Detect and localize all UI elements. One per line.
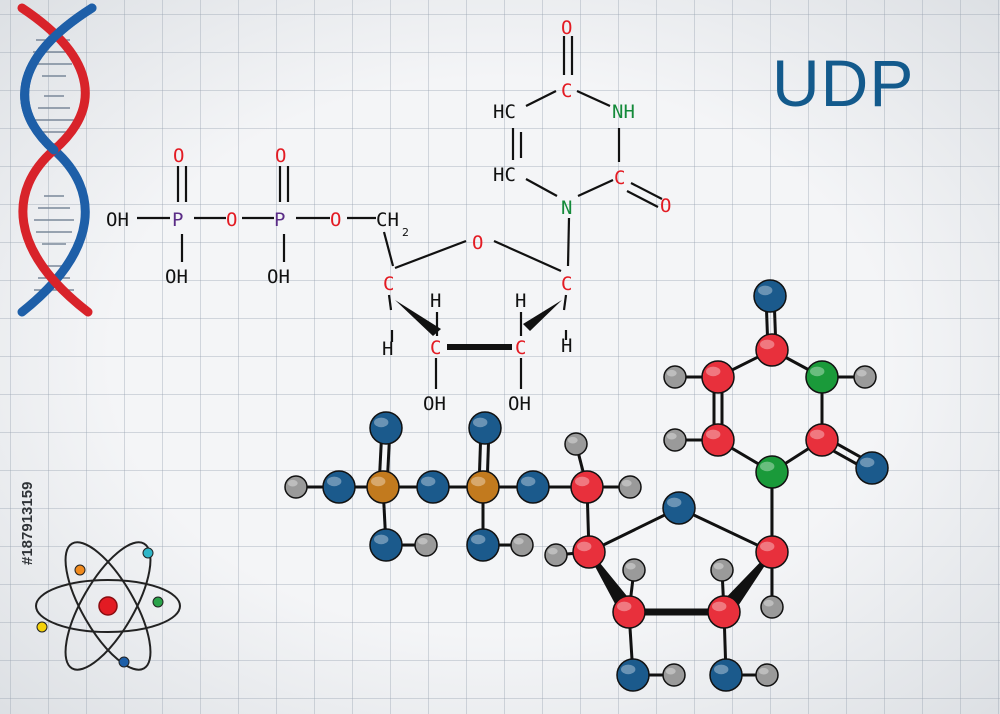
hydroxyl-label: OH: [267, 266, 290, 288]
model-phosphorus-atom: [466, 470, 500, 504]
model-oxygen-atom: [662, 491, 696, 525]
model-oxygen-atom: [855, 451, 889, 485]
hydrogen-label: H: [430, 290, 441, 312]
model-hydrogen-atom: [710, 558, 734, 582]
model-oxygen-atom: [369, 411, 403, 445]
model-oxygen-atom: [709, 658, 743, 692]
model-hydrogen-atom: [564, 432, 588, 456]
model-hydrogen-atom: [663, 365, 687, 389]
phosphorus-label: P: [172, 209, 183, 231]
model-carbon-atom: [701, 360, 735, 394]
structural-formula: OH P O OH O P O OH O CH 2 O C C C C H H …: [106, 17, 671, 415]
ring-oxygen-label: O: [472, 232, 483, 254]
dna-helix-icon: [17, 3, 97, 317]
carbon-label: C: [614, 167, 625, 189]
hydroxyl-label: OH: [508, 393, 531, 415]
model-oxygen-atom: [616, 658, 650, 692]
ball-and-stick-model: [284, 279, 889, 692]
model-carbon-atom: [707, 595, 741, 629]
hydrogen-label: H: [561, 335, 572, 357]
oxygen-label: O: [561, 17, 572, 39]
model-hydrogen-atom: [662, 663, 686, 687]
model-hydrogen-atom: [853, 365, 877, 389]
subscript-label: 2: [402, 226, 409, 239]
model-carbon-atom: [572, 535, 606, 569]
model-carbon-atom: [612, 595, 646, 629]
model-carbon-atom: [805, 423, 839, 457]
model-hydrogen-atom: [755, 663, 779, 687]
oxygen-label: O: [226, 209, 237, 231]
hydrogen-label: H: [515, 290, 526, 312]
phosphorus-label: P: [274, 209, 285, 231]
atom-icon: [35, 541, 181, 671]
hydrogen-label: H: [382, 338, 393, 360]
model-nitrogen-atom: [755, 455, 789, 489]
model-hydrogen-atom: [760, 595, 784, 619]
model-oxygen-atom: [369, 528, 403, 562]
model-hydrogen-atom: [284, 475, 308, 499]
model-hydrogen-atom: [510, 533, 534, 557]
oxygen-label: O: [660, 195, 671, 217]
model-nitrogen-atom: [805, 360, 839, 394]
model-hydrogen-atom: [618, 475, 642, 499]
model-hydrogen-atom: [663, 428, 687, 452]
model-carbon-atom: [755, 333, 789, 367]
oxygen-label: O: [173, 145, 184, 167]
model-oxygen-atom: [416, 470, 450, 504]
carbon-label: C: [561, 273, 572, 295]
molecule-title: UDP: [772, 46, 915, 120]
model-hydrogen-atom: [622, 558, 646, 582]
carbon-label: C: [430, 337, 441, 359]
model-bond: [678, 506, 773, 554]
model-oxygen-atom: [468, 411, 502, 445]
carbon-label: C: [515, 337, 526, 359]
model-carbon-atom: [570, 470, 604, 504]
model-oxygen-atom: [753, 279, 787, 313]
model-oxygen-atom: [516, 470, 550, 504]
model-oxygen-atom: [322, 470, 356, 504]
model-phosphorus-atom: [366, 470, 400, 504]
model-carbon-atom: [755, 535, 789, 569]
carbon-label: C: [561, 80, 572, 102]
model-hydrogen-atom: [544, 543, 568, 567]
model-carbon-atom: [701, 423, 735, 457]
hydroxyl-label: OH: [423, 393, 446, 415]
carbon-label: C: [383, 273, 394, 295]
methine-label: HC: [493, 164, 516, 186]
oxygen-label: O: [275, 145, 286, 167]
model-oxygen-atom: [466, 528, 500, 562]
stock-id-label: #187913159: [19, 481, 36, 565]
hydroxyl-label: OH: [106, 209, 129, 231]
oxygen-label: O: [330, 209, 341, 231]
hydroxyl-label: OH: [165, 266, 188, 288]
model-hydrogen-atom: [414, 533, 438, 557]
methine-label: HC: [493, 101, 516, 123]
nitrogen-label: N: [561, 197, 572, 219]
methylene-label: CH: [376, 209, 399, 231]
nh-label: NH: [612, 101, 635, 123]
